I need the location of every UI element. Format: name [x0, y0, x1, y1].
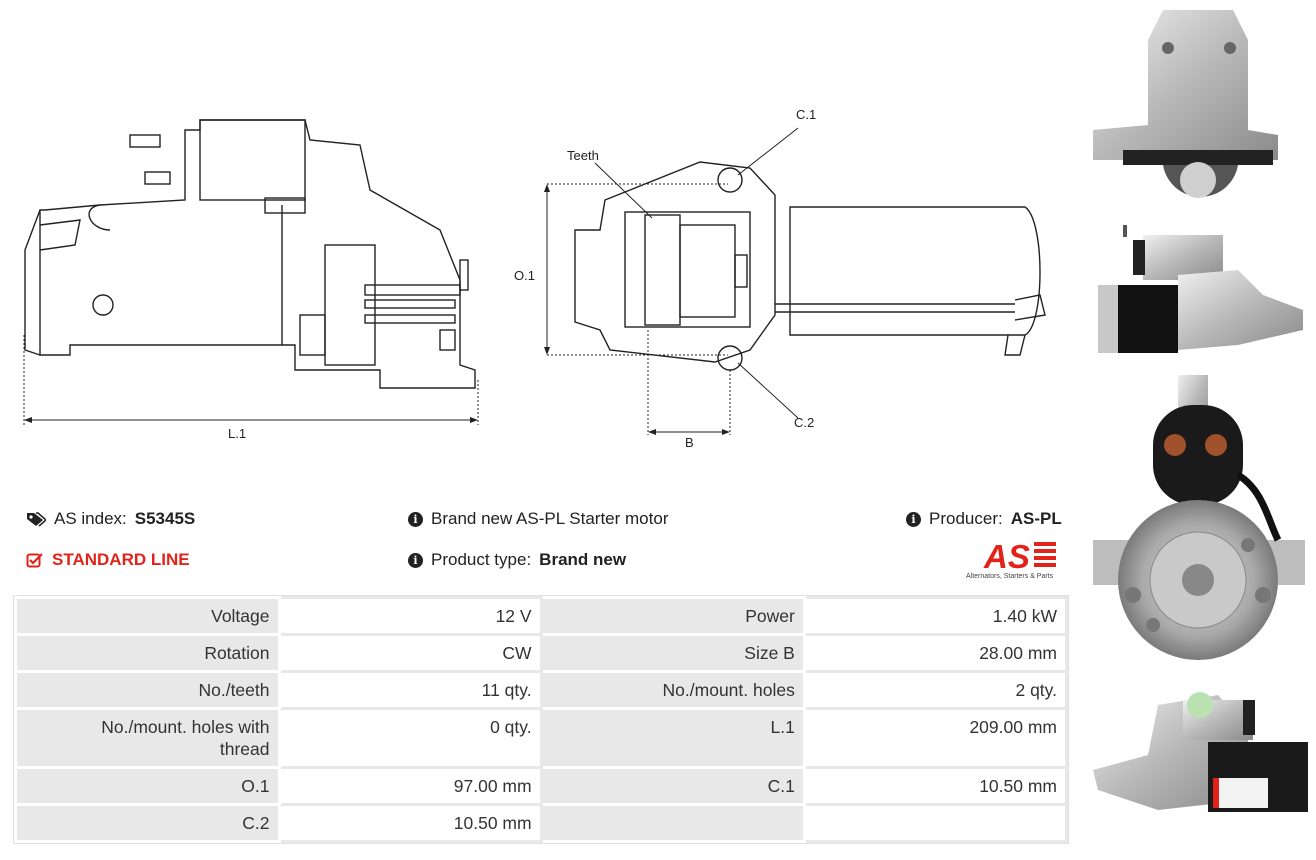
spec-label: No./mount. holes [539, 670, 806, 710]
spec-value: 2 qty. [802, 670, 1069, 710]
spec-value [802, 803, 1069, 843]
spec-value: 1.40 kW [802, 596, 1069, 636]
standard-line-row: STANDARD LINE [26, 550, 190, 570]
spec-value: 0 qty. [277, 707, 543, 769]
spec-value: 28.00 mm [802, 633, 1069, 673]
front-view-drawing: C.1 C.2 Teeth O.1 B [514, 107, 1046, 450]
producer-value: AS-PL [1010, 509, 1062, 528]
spec-label [539, 803, 806, 843]
logo-text: AS [983, 538, 1030, 572]
spec-value: 10.50 mm [277, 803, 543, 843]
spec-label: Voltage [14, 596, 281, 636]
c1-label: C.1 [796, 107, 816, 122]
table-row: Rotation CW Size B 28.00 mm [14, 633, 1069, 673]
product-type-row: i Product type: Brand new [408, 550, 626, 570]
spec-value: 11 qty. [277, 670, 543, 710]
specs-table: Voltage 12 V Power 1.40 kW Rotation CW S… [13, 595, 1069, 844]
standard-line-label: STANDARD LINE [52, 550, 190, 569]
producer-label: Producer: [929, 509, 1003, 528]
spec-label: O.1 [14, 766, 281, 806]
spec-label: C.1 [539, 766, 806, 806]
product-description: Brand new AS-PL Starter motor [431, 509, 669, 528]
table-row: No./teeth 11 qty. No./mount. holes 2 qty… [14, 670, 1069, 710]
producer-row: i Producer: AS-PL [906, 509, 1062, 529]
info-icon: i [408, 511, 423, 527]
description-row: i Brand new AS-PL Starter motor [408, 509, 668, 529]
spec-label: Rotation [14, 633, 281, 673]
c2-label: C.2 [794, 415, 814, 430]
spec-value: CW [277, 633, 543, 673]
photo-labeled [1093, 692, 1308, 812]
spec-label: No./teeth [14, 670, 281, 710]
spec-label: Size B [539, 633, 806, 673]
spec-value: 209.00 mm [802, 707, 1069, 769]
spec-label: L.1 [539, 707, 806, 769]
spec-value: 97.00 mm [277, 766, 543, 806]
logo-tagline: Alternators, Starters & Parts [966, 573, 1054, 580]
table-row: Voltage 12 V Power 1.40 kW [14, 596, 1069, 636]
l1-dimension-label: L.1 [228, 426, 246, 441]
photo-front [1093, 10, 1278, 198]
as-pl-logo: AS [983, 538, 1056, 572]
b-label: B [685, 435, 694, 450]
as-index-label: AS index: [54, 509, 127, 528]
info-icon: i [408, 552, 423, 568]
side-view-drawing: L.1 [23, 119, 479, 441]
spec-value: 10.50 mm [802, 766, 1069, 806]
spec-label: No./mount. holes with thread [14, 707, 281, 769]
as-index-value: S5345S [134, 509, 196, 528]
teeth-label: Teeth [567, 148, 599, 163]
checkbox-checked-icon [26, 553, 43, 568]
photo-rear [1093, 375, 1305, 660]
table-row: No./mount. holes with thread 0 qty. L.1 … [14, 707, 1069, 769]
product-type-label: Product type: [431, 550, 532, 569]
info-icon: i [906, 511, 921, 527]
spec-value: 12 V [277, 596, 543, 636]
product-photos [1093, 10, 1308, 812]
tags-icon [27, 512, 46, 527]
spec-label: Power [539, 596, 806, 636]
as-index-row: AS index: S5345S [26, 509, 195, 529]
o1-label: O.1 [514, 268, 535, 283]
table-row: O.1 97.00 mm C.1 10.50 mm [14, 766, 1069, 806]
product-type-value: Brand new [539, 550, 627, 569]
photo-side [1098, 225, 1303, 353]
spec-label: C.2 [14, 803, 281, 843]
table-row: C.2 10.50 mm [14, 803, 1069, 843]
